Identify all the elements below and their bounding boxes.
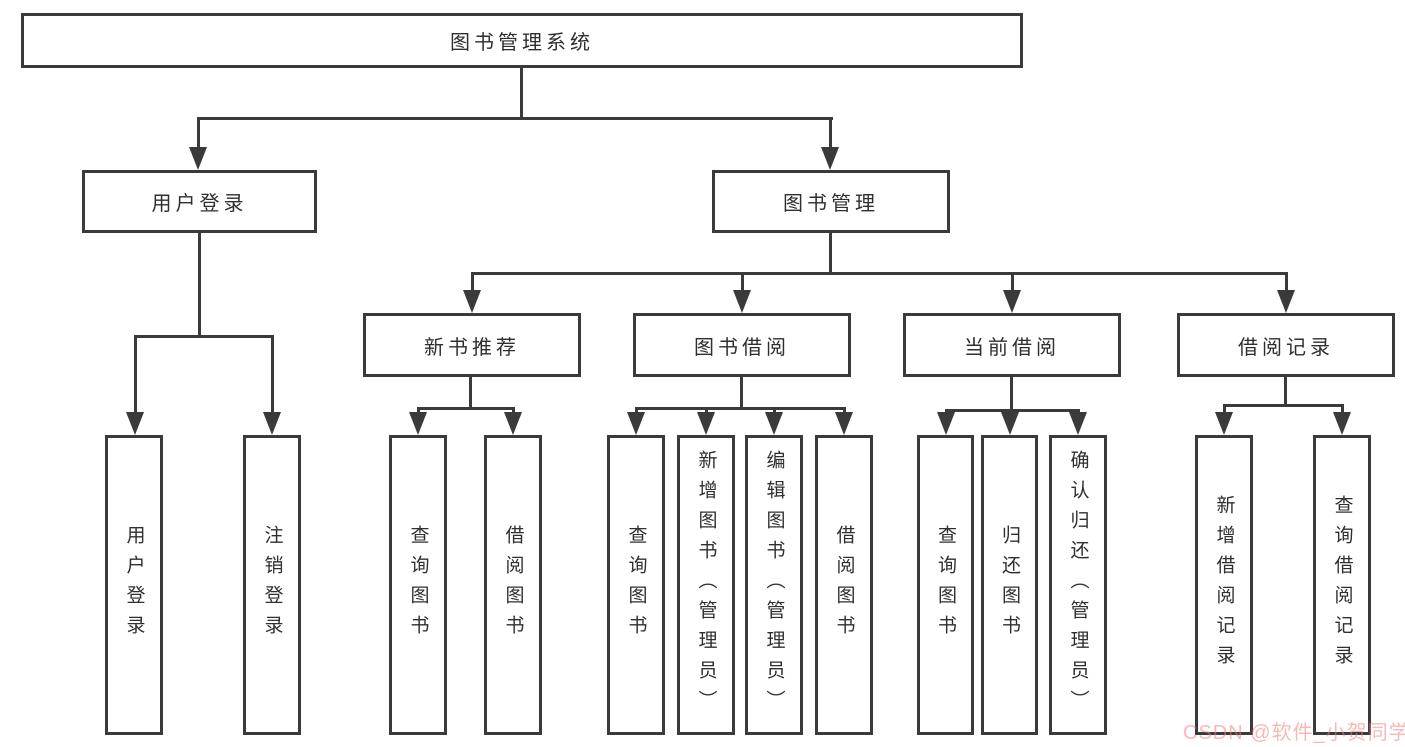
node-new-book-recommend: 新书推荐 [363,313,581,377]
arrowhead-icon [409,412,427,435]
arrowhead-icon [1215,412,1233,435]
arrowhead-icon [1001,412,1019,435]
connector-stem-leaf [512,407,515,415]
leaf-add-book-admin: 新增图书（管理员） [677,435,735,735]
node-root: 图书管理系统 [21,13,1023,68]
connector-stem-level3 [471,272,474,293]
leaf-newbook-borrow-book: 借阅图书 [484,435,542,735]
node-root-label: 图书管理系统 [450,32,594,54]
node-book-borrow: 图书借阅 [633,313,851,377]
connector-stem-level3 [1285,272,1288,293]
connector-stem-leaf [271,335,274,414]
leaf-confirm-return-admin-label: 确认归还（管理员） [1067,450,1089,720]
connector-stem-leaf [843,407,846,415]
connector-borrow-record-hline [1223,404,1344,407]
arrowhead-icon [821,147,839,170]
leaf-edit-book-admin: 编辑图书（管理员） [745,435,803,735]
connector-stem-leaf [773,407,776,415]
arrowhead-icon [1003,290,1021,313]
arrowhead-icon [126,412,144,435]
arrowhead-icon [1333,412,1351,435]
connector-book-management-vline [829,233,832,274]
connector-stem-leaf [635,407,638,415]
arrowhead-icon [627,412,645,435]
connector-new-book-hline [417,407,515,410]
arrowhead-icon [937,412,955,435]
connector-root-hline [197,117,833,120]
node-current-borrow: 当前借阅 [903,313,1121,377]
arrowhead-icon [463,290,481,313]
leaf-edit-book-admin-label: 编辑图书（管理员） [763,450,785,720]
leaf-current-query-book-label: 查询图书 [935,525,956,645]
arrowhead-icon [765,412,783,435]
node-book-management-label: 图书管理 [783,193,879,215]
leaf-user-login-label: 用户登录 [123,525,145,645]
connector-root-vline [520,68,523,119]
csdn-watermark: CSDN @软件_小贺同学 [1183,722,1405,744]
leaf-return-book-label: 归还图书 [999,525,1020,645]
leaf-user-login: 用户登录 [105,435,163,735]
node-user-login-label: 用户登录 [151,193,248,215]
connector-stem-level3 [741,272,744,293]
connector-stem-leaf [417,407,420,415]
leaf-newbook-query-book: 查询图书 [389,435,447,735]
leaf-newbook-borrow-book-label: 借阅图书 [502,525,524,645]
connector-stem-leaf [1223,404,1226,414]
connector-stem-level3 [1011,272,1014,293]
connector-book-borrow-vline [740,377,743,409]
connector-level3-hline [471,272,1288,275]
arrowhead-icon [1069,412,1087,435]
connector-stem-leaf [134,335,137,414]
connector-user-login-hline [134,335,274,338]
node-borrow-record: 借阅记录 [1177,313,1395,377]
connector-stem-leaf [1341,404,1344,414]
node-new-book-recommend-label: 新书推荐 [424,336,520,359]
leaf-borrow-query-book: 查询图书 [607,435,665,735]
leaf-query-borrow-record: 查询借阅记录 [1313,435,1371,735]
connector-current-borrow-hline [945,409,1080,412]
leaf-logout-label: 注销登录 [261,525,283,645]
arrowhead-icon [1277,290,1295,313]
connector-book-borrow-hline [635,407,846,410]
leaf-logout: 注销登录 [243,435,301,735]
arrowhead-icon [189,147,207,170]
arrowhead-icon [697,412,715,435]
leaf-add-book-admin-label: 新增图书（管理员） [695,450,717,720]
leaf-add-borrow-record: 新增借阅记录 [1195,435,1253,735]
node-book-management: 图书管理 [712,170,950,233]
leaf-confirm-return-admin: 确认归还（管理员） [1049,435,1107,735]
leaf-borrow-query-book-label: 查询图书 [625,525,647,645]
node-book-borrow-label: 图书借阅 [694,336,790,359]
leaf-current-query-book: 查询图书 [917,435,974,735]
node-borrow-record-label: 借阅记录 [1238,336,1334,359]
arrowhead-icon [733,290,751,313]
leaf-borrow-book: 借阅图书 [815,435,873,735]
node-current-borrow-label: 当前借阅 [964,336,1060,359]
connector-new-book-vline [469,377,472,409]
arrowhead-icon [835,412,853,435]
leaf-borrow-book-label: 借阅图书 [833,525,855,645]
connector-stem-leaf [705,407,708,415]
connector-borrow-record-vline [1284,377,1287,406]
connector-current-borrow-vline [1010,377,1013,411]
node-user-login: 用户登录 [82,170,317,233]
arrowhead-icon [263,412,281,435]
leaf-newbook-query-book-label: 查询图书 [407,525,429,645]
leaf-query-borrow-record-label: 查询借阅记录 [1331,495,1353,675]
arrowhead-icon [504,412,522,435]
leaf-add-borrow-record-label: 新增借阅记录 [1213,495,1235,675]
connector-user-login-vline [198,233,201,338]
connector-stem-book-management [829,117,832,149]
leaf-return-book: 归还图书 [981,435,1038,735]
connector-stem-user-login [197,117,200,149]
